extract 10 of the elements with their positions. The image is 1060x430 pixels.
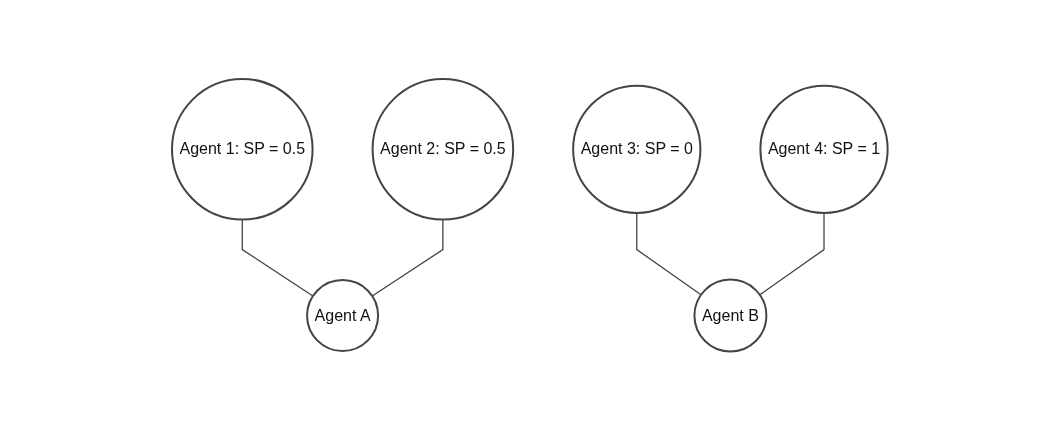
- connector: [636, 212, 702, 296]
- connector: [241, 218, 314, 297]
- node-circle: Agent B: [693, 278, 768, 353]
- node-circle: Agent 2: SP = 0.5: [371, 77, 515, 221]
- connector: [371, 218, 444, 297]
- node-circle: Agent 4: SP = 1: [759, 84, 889, 214]
- node-circle: Agent A: [306, 278, 380, 352]
- connector: [759, 212, 825, 296]
- node-circle: Agent 3: SP = 0: [572, 84, 702, 214]
- node-circle: Agent 1: SP = 0.5: [171, 77, 314, 221]
